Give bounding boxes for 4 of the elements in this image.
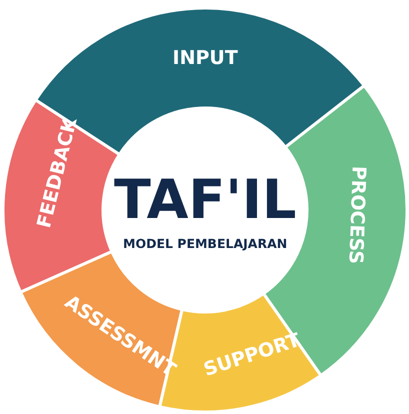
segment-label: PROCESS [344, 166, 370, 265]
model-subtitle: MODEL PEMBELAJARAN [123, 236, 288, 251]
segment-label: INPUT [172, 47, 238, 69]
model-title: TAF'IL [114, 168, 296, 231]
